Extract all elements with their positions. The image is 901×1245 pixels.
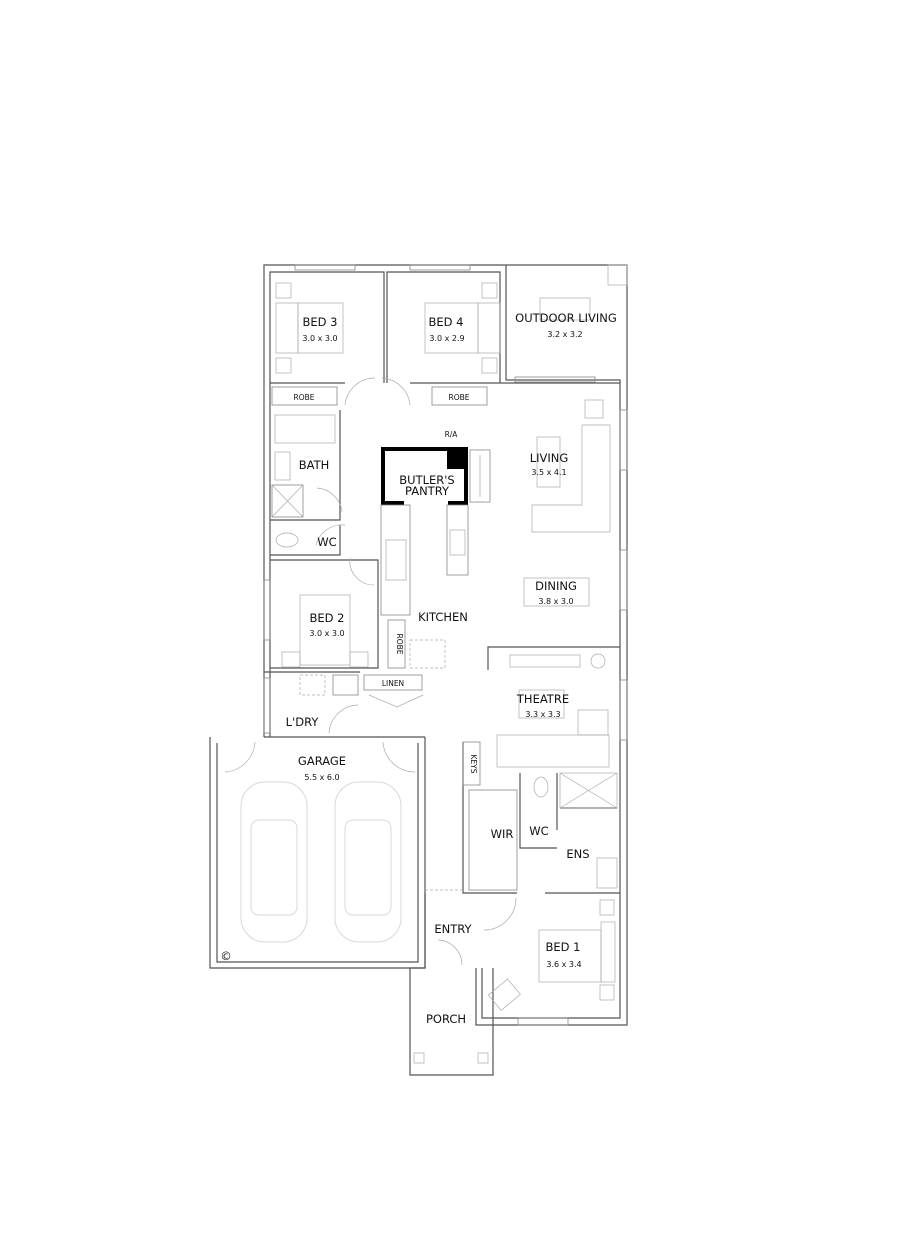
- pantry-label-1: BUTLER'S: [399, 473, 454, 487]
- porch-label: PORCH: [426, 1012, 466, 1026]
- bed2-label: BED 2: [310, 611, 345, 625]
- butlers-pantry: [381, 447, 491, 505]
- theatre-size: 3.3 x 3.3: [525, 710, 560, 719]
- windows: [263, 264, 628, 1026]
- robe4-label: ROBE: [449, 393, 470, 402]
- room-labels: BED 3 3.0 x 3.0 BED 4 3.0 x 2.9 OUTDOOR …: [220, 311, 617, 1026]
- bed1-label: BED 1: [546, 940, 581, 954]
- bed3-size: 3.0 x 3.0: [302, 334, 337, 343]
- dining-label: DINING: [535, 579, 577, 593]
- doors: [224, 377, 517, 966]
- garage-label: GARAGE: [298, 754, 346, 768]
- wir-label: WIR: [491, 827, 514, 841]
- keys-label: KEYS: [469, 755, 478, 774]
- ra-label: R/A: [445, 430, 459, 439]
- ens-wc-label: WC: [529, 824, 548, 838]
- robe3-label: ROBE: [294, 393, 315, 402]
- living-size: 3.5 x 4.1: [531, 468, 566, 477]
- furniture: [271, 264, 628, 1064]
- cars: [240, 781, 402, 943]
- bed4-label: BED 4: [429, 315, 464, 329]
- bed1-size: 3.6 x 3.4: [546, 960, 581, 969]
- ens-label: ENS: [566, 847, 589, 861]
- linen-label: LINEN: [382, 679, 404, 688]
- bath-label: BATH: [299, 458, 330, 472]
- entry-label: ENTRY: [434, 922, 472, 936]
- wc-label: WC: [317, 535, 336, 549]
- bed3-label: BED 3: [303, 315, 338, 329]
- kitchen-benches: [299, 504, 469, 696]
- bed4-size: 3.0 x 2.9: [429, 334, 464, 343]
- outdoor-label: OUTDOOR LIVING: [515, 311, 617, 325]
- pantry-label-2: PANTRY: [405, 484, 450, 498]
- walls: [209, 264, 628, 1076]
- garage-size: 5.5 x 6.0: [304, 773, 339, 782]
- outdoor-size: 3.2 x 3.2: [547, 330, 582, 339]
- robe2-label: ROBE: [395, 634, 404, 655]
- kitchen-label: KITCHEN: [418, 610, 468, 624]
- laundry-label: L'DRY: [286, 715, 320, 729]
- dining-size: 3.8 x 3.0: [538, 597, 573, 606]
- bed2-size: 3.0 x 3.0: [309, 629, 344, 638]
- theatre-label: THEATRE: [516, 692, 569, 706]
- living-label: LIVING: [530, 451, 569, 465]
- copyright-mark: ©: [220, 949, 232, 963]
